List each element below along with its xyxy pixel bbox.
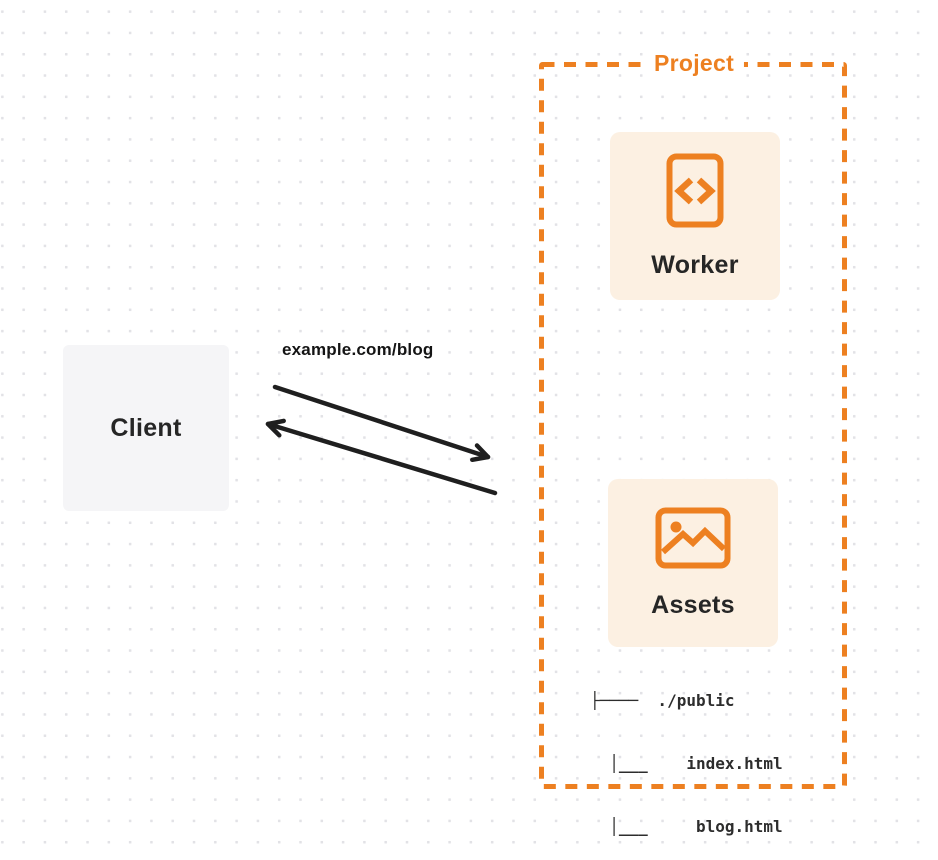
- request-arrow-head-icon: [470, 443, 491, 463]
- image-icon-sun: [670, 521, 682, 532]
- client-box: Client: [63, 345, 229, 511]
- file-tree-root: ├──── ./public: [590, 691, 735, 710]
- worker-card: Worker: [610, 132, 780, 300]
- request-url-label: example.com/blog: [282, 340, 434, 359]
- response-arrow-head-icon: [265, 418, 286, 438]
- request-arrow-line: [272, 384, 491, 460]
- response-arrow-line: [265, 421, 498, 496]
- assets-card: Assets: [608, 479, 778, 647]
- image-icon: [655, 507, 731, 568]
- code-brackets-icon: [666, 153, 724, 227]
- file-tree-item: │___ blog.html: [590, 817, 783, 836]
- project-label: Project: [643, 50, 745, 77]
- worker-label: Worker: [651, 250, 739, 279]
- assets-file-tree: ├──── ./public │___ index.html │___ blog…: [590, 648, 783, 860]
- assets-label: Assets: [651, 590, 735, 619]
- request-response-arrows-icon: [265, 384, 498, 496]
- file-tree-item: │___ index.html: [590, 754, 783, 773]
- client-label: Client: [110, 413, 182, 442]
